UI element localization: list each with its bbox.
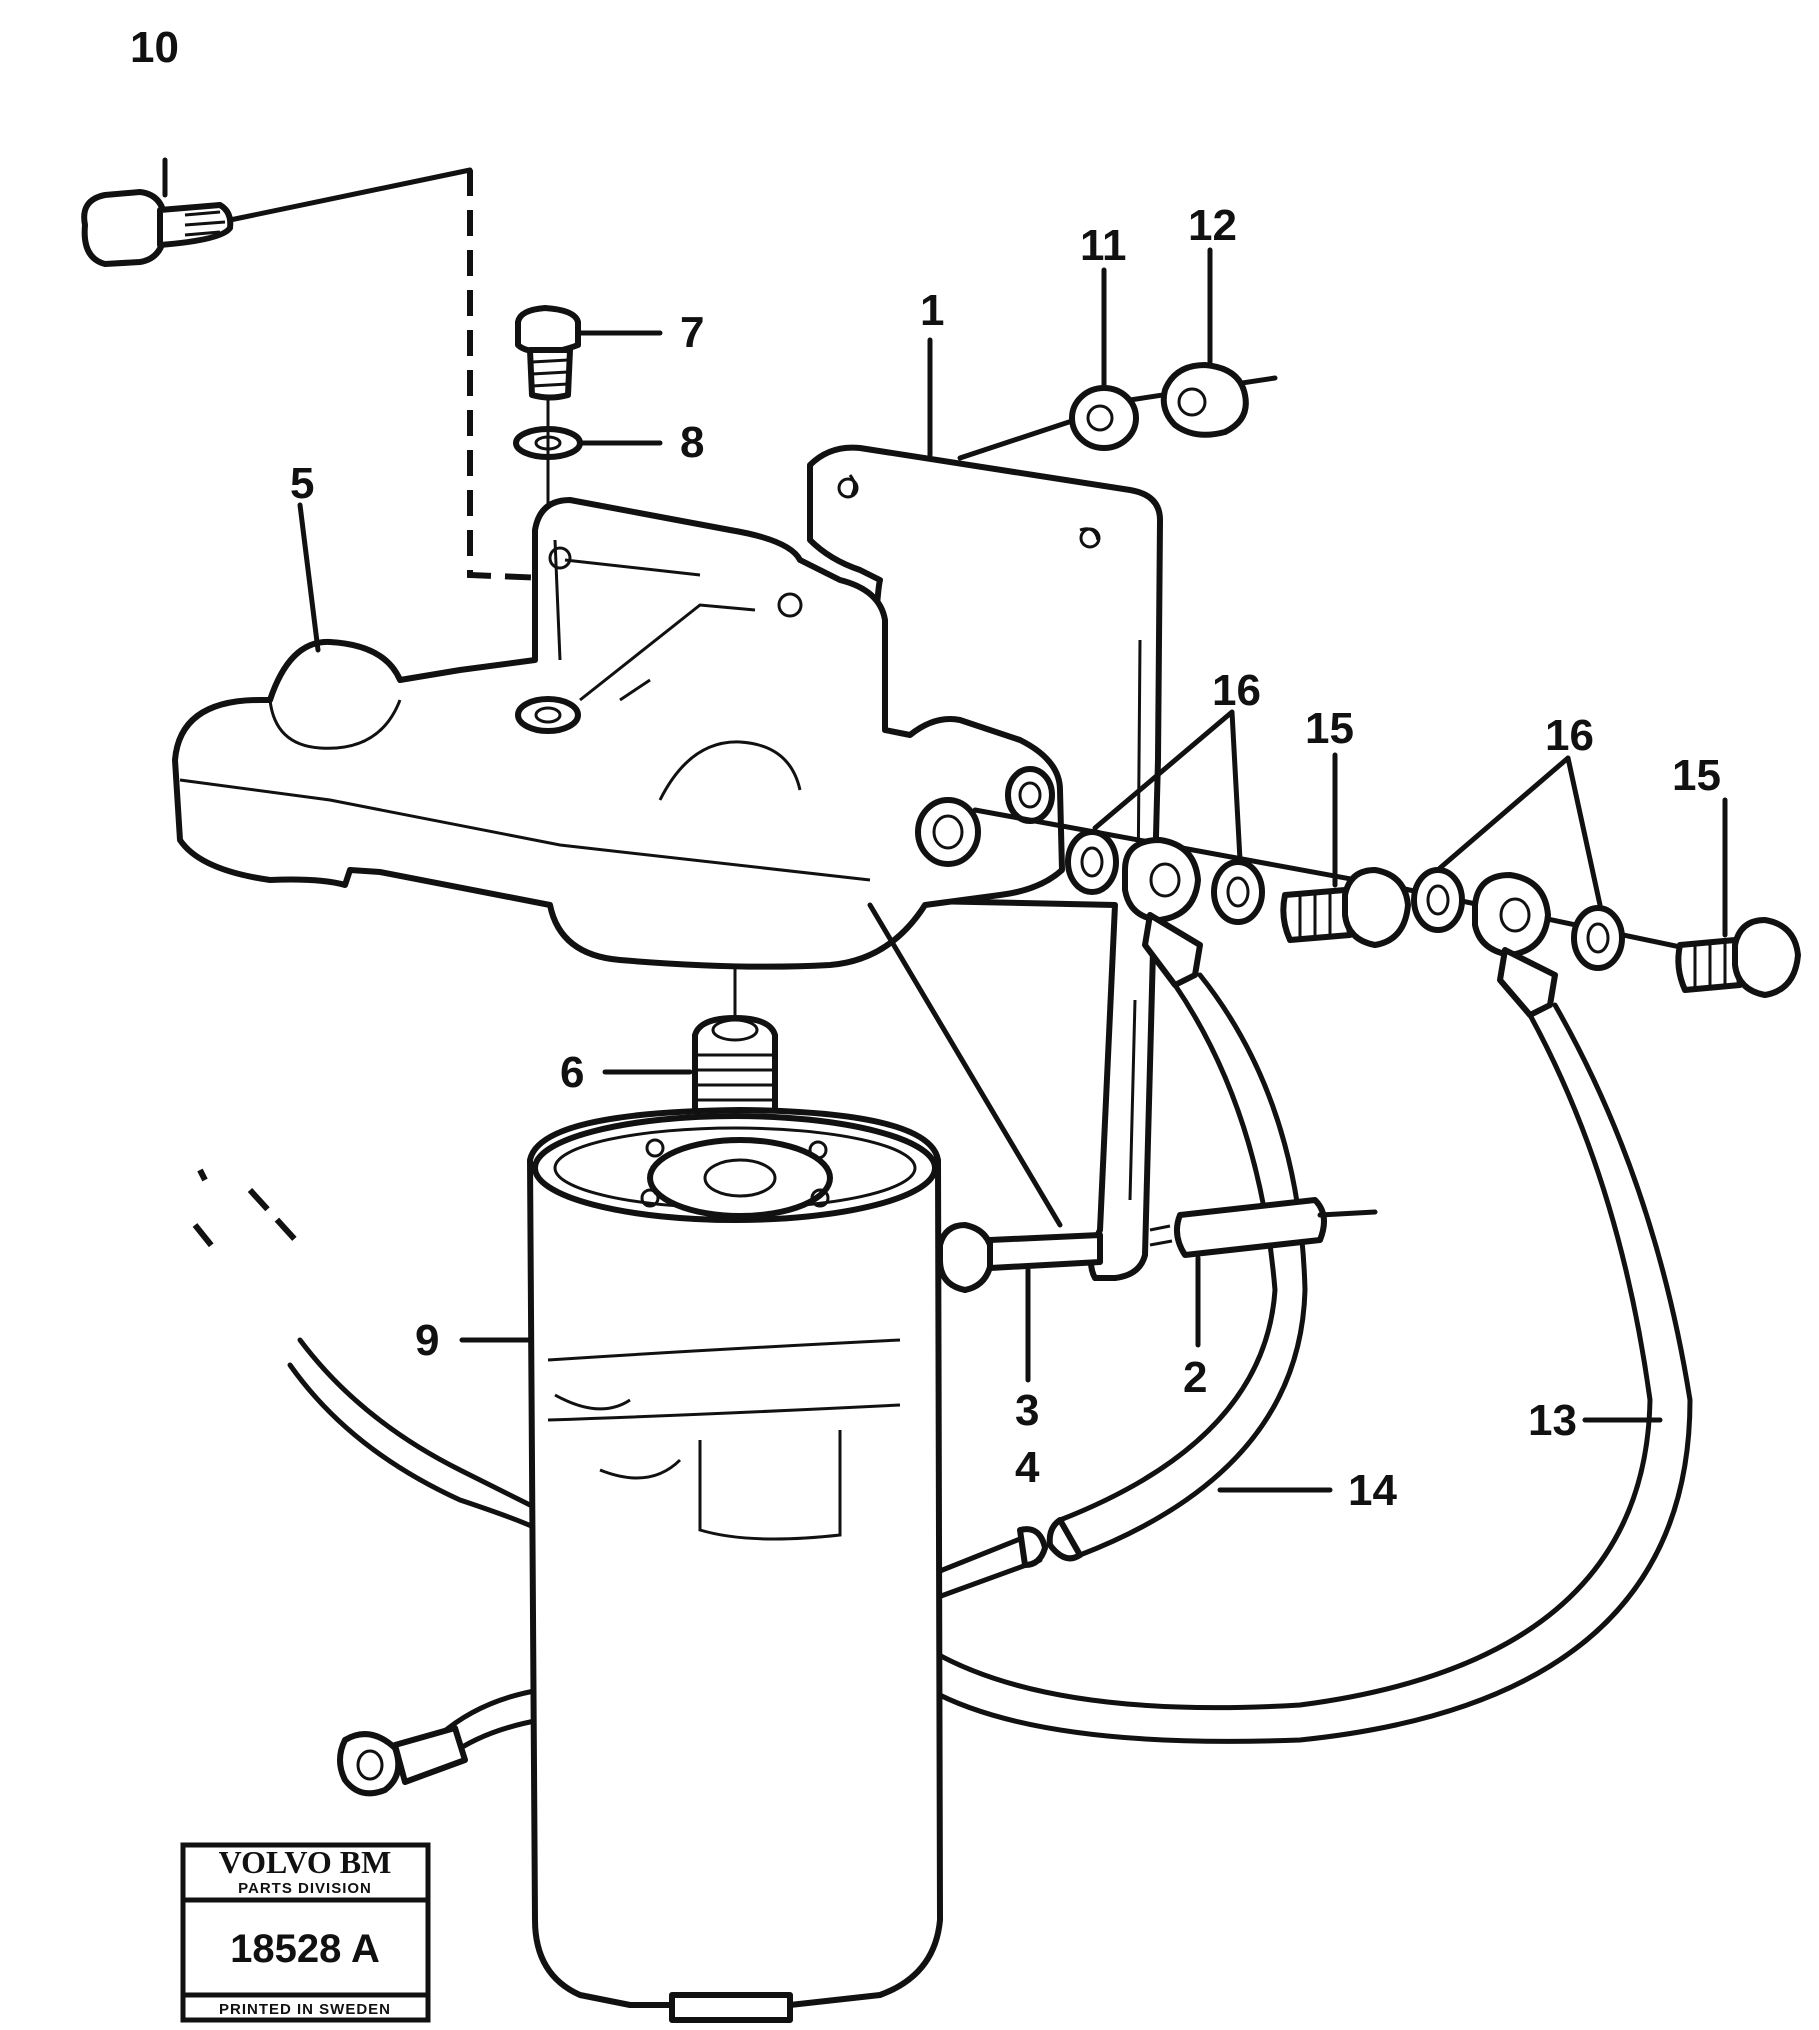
label-2: 2 bbox=[1183, 1353, 1207, 1402]
label-3: 3 bbox=[1015, 1386, 1039, 1435]
logo-printed: PRINTED IN SWEDEN bbox=[219, 2001, 391, 2018]
filter-head-5 bbox=[172, 497, 1065, 970]
union-fitting-13 bbox=[1472, 872, 1558, 1018]
washer-16-left-b bbox=[1211, 859, 1265, 925]
bolt-10 bbox=[81, 189, 234, 267]
label-5: 5 bbox=[290, 459, 314, 508]
label-12: 12 bbox=[1188, 201, 1237, 250]
banjo-bolt-15-left bbox=[1280, 867, 1411, 948]
logo-division: PARTS DIVISION bbox=[238, 1880, 372, 1897]
label-7: 7 bbox=[680, 308, 704, 357]
bolt-3-4 bbox=[937, 1222, 1103, 1293]
logo-number: 18528 A bbox=[230, 1927, 380, 1971]
leader-lines-16-left bbox=[1092, 709, 1243, 863]
hose-13 bbox=[927, 1002, 1693, 1744]
dashed-axis-10 bbox=[467, 170, 546, 581]
leader-line-bracket-filter bbox=[867, 902, 1063, 1228]
logo-brand: VOLVO BM bbox=[219, 1844, 392, 1880]
volvo-bm-stamp: VOLVO BM PARTS DIVISION 18528 A PRINTED … bbox=[180, 1842, 431, 2023]
label-16-right: 16 bbox=[1545, 711, 1594, 760]
label-8: 8 bbox=[680, 418, 704, 467]
nut-12 bbox=[1160, 362, 1249, 438]
label-13: 13 bbox=[1528, 1396, 1577, 1445]
label-15-right: 15 bbox=[1672, 751, 1721, 800]
washer-16-right-a bbox=[1411, 867, 1465, 933]
washer-11 bbox=[1069, 385, 1139, 451]
leader-lines-16-right bbox=[1437, 755, 1603, 908]
union-fitting-14 bbox=[1122, 837, 1203, 988]
lower-hose-left bbox=[192, 1168, 1048, 1797]
label-1: 1 bbox=[920, 286, 944, 335]
label-9: 9 bbox=[415, 1316, 439, 1365]
label-14: 14 bbox=[1348, 1466, 1397, 1515]
label-16-left: 16 bbox=[1212, 666, 1261, 715]
leader-line-5 bbox=[297, 502, 321, 653]
axis-line-10 bbox=[227, 167, 473, 223]
banjo-bolt-15-right bbox=[1675, 917, 1801, 998]
hose-14 bbox=[1046, 972, 1308, 1562]
label-10: 10 bbox=[130, 23, 179, 72]
label-15-left: 15 bbox=[1305, 704, 1354, 753]
washer-16-left-a bbox=[1065, 829, 1119, 895]
spacer-2 bbox=[1149, 1197, 1378, 1258]
washer-16-right-b bbox=[1571, 905, 1625, 971]
label-11: 11 bbox=[1080, 221, 1127, 270]
label-6: 6 bbox=[560, 1048, 584, 1097]
plug-7 bbox=[515, 305, 581, 401]
oil-filter-9 bbox=[527, 1107, 943, 2023]
label-4: 4 bbox=[1015, 1443, 1040, 1492]
